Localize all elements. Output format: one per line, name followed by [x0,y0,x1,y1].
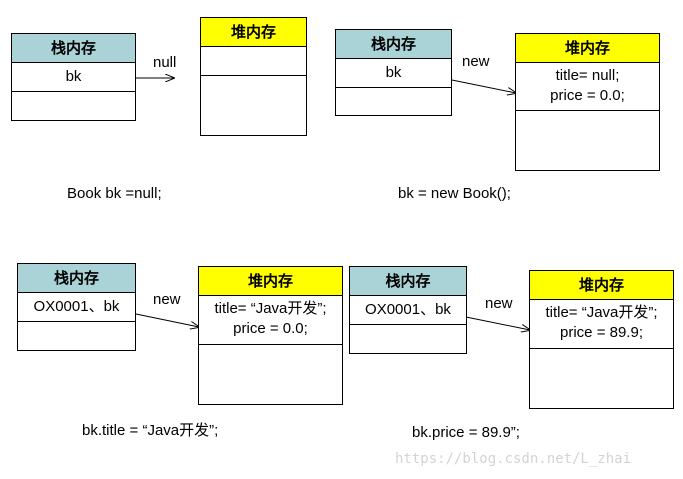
stack-empty-1 [12,92,135,120]
stack-var-4: OX0001、bk [350,296,466,325]
stack-header-3: 栈内存 [18,264,135,293]
heap-price-field-3: price = 0.0; [233,320,308,337]
stack-box-2: 栈内存 bk [335,29,452,116]
caption-3: bk.title = “Java开发”; [82,422,219,439]
arrow-label-null: null [153,54,177,71]
heap-header-3: 堆内存 [199,267,342,296]
caption-2: bk = new Book(); [398,185,511,202]
arrow-new-1 [451,79,516,93]
watermark: https://blog.csdn.net/L_zhai [395,451,632,467]
heap-empty-2 [516,111,659,170]
stack-box-3: 栈内存 OX0001、bk [17,263,136,351]
stack-var-1: bk [12,63,135,92]
heap-header-4: 堆内存 [530,271,673,300]
heap-header-2: 堆内存 [516,34,659,63]
arrow-new-3 [465,316,530,330]
heap-empty-4 [530,349,673,408]
stack-header-2: 栈内存 [336,30,451,59]
caption-4: bk.price = 89.9”; [412,424,520,441]
heap-title-field-3: title= “Java开发”; [214,300,327,317]
caption-1: Book bk =null; [67,185,162,202]
arrow-label-new-1: new [462,53,490,70]
heap-fields-2: title= null; price = 0.0; [516,63,659,111]
heap-price-field-4: price = 89.9; [560,324,643,341]
heap-box-2: 堆内存 title= null; price = 0.0; [515,33,660,171]
arrow-label-new-2: new [153,291,181,308]
stack-box-1: 栈内存 bk [11,33,136,121]
heap-price-field-2: price = 0.0; [550,87,625,104]
heap-box-3: 堆内存 title= “Java开发”; price = 0.0; [198,266,343,405]
arrow-label-new-3: new [485,295,513,312]
stack-empty-4 [350,325,466,353]
heap-box-1: 堆内存 [200,17,307,136]
stack-header-1: 栈内存 [12,34,135,63]
heap-empty-3 [199,345,342,404]
stack-var-3: OX0001、bk [18,293,135,322]
stack-box-4: 栈内存 OX0001、bk [349,266,467,354]
heap-title-field-2: title= null; [555,67,620,84]
heap-empty-top-1 [201,47,306,76]
heap-empty-bottom-1 [201,76,306,135]
stack-empty-2 [336,88,451,115]
stack-var-2: bk [336,59,451,88]
arrow-new-2 [135,313,199,327]
heap-fields-4: title= “Java开发”; price = 89.9; [530,300,673,349]
heap-header-1: 堆内存 [201,18,306,47]
stack-header-4: 栈内存 [350,267,466,296]
stack-empty-3 [18,322,135,350]
heap-title-field-4: title= “Java开发”; [545,304,658,321]
heap-fields-3: title= “Java开发”; price = 0.0; [199,296,342,345]
heap-box-4: 堆内存 title= “Java开发”; price = 89.9; [529,270,674,409]
